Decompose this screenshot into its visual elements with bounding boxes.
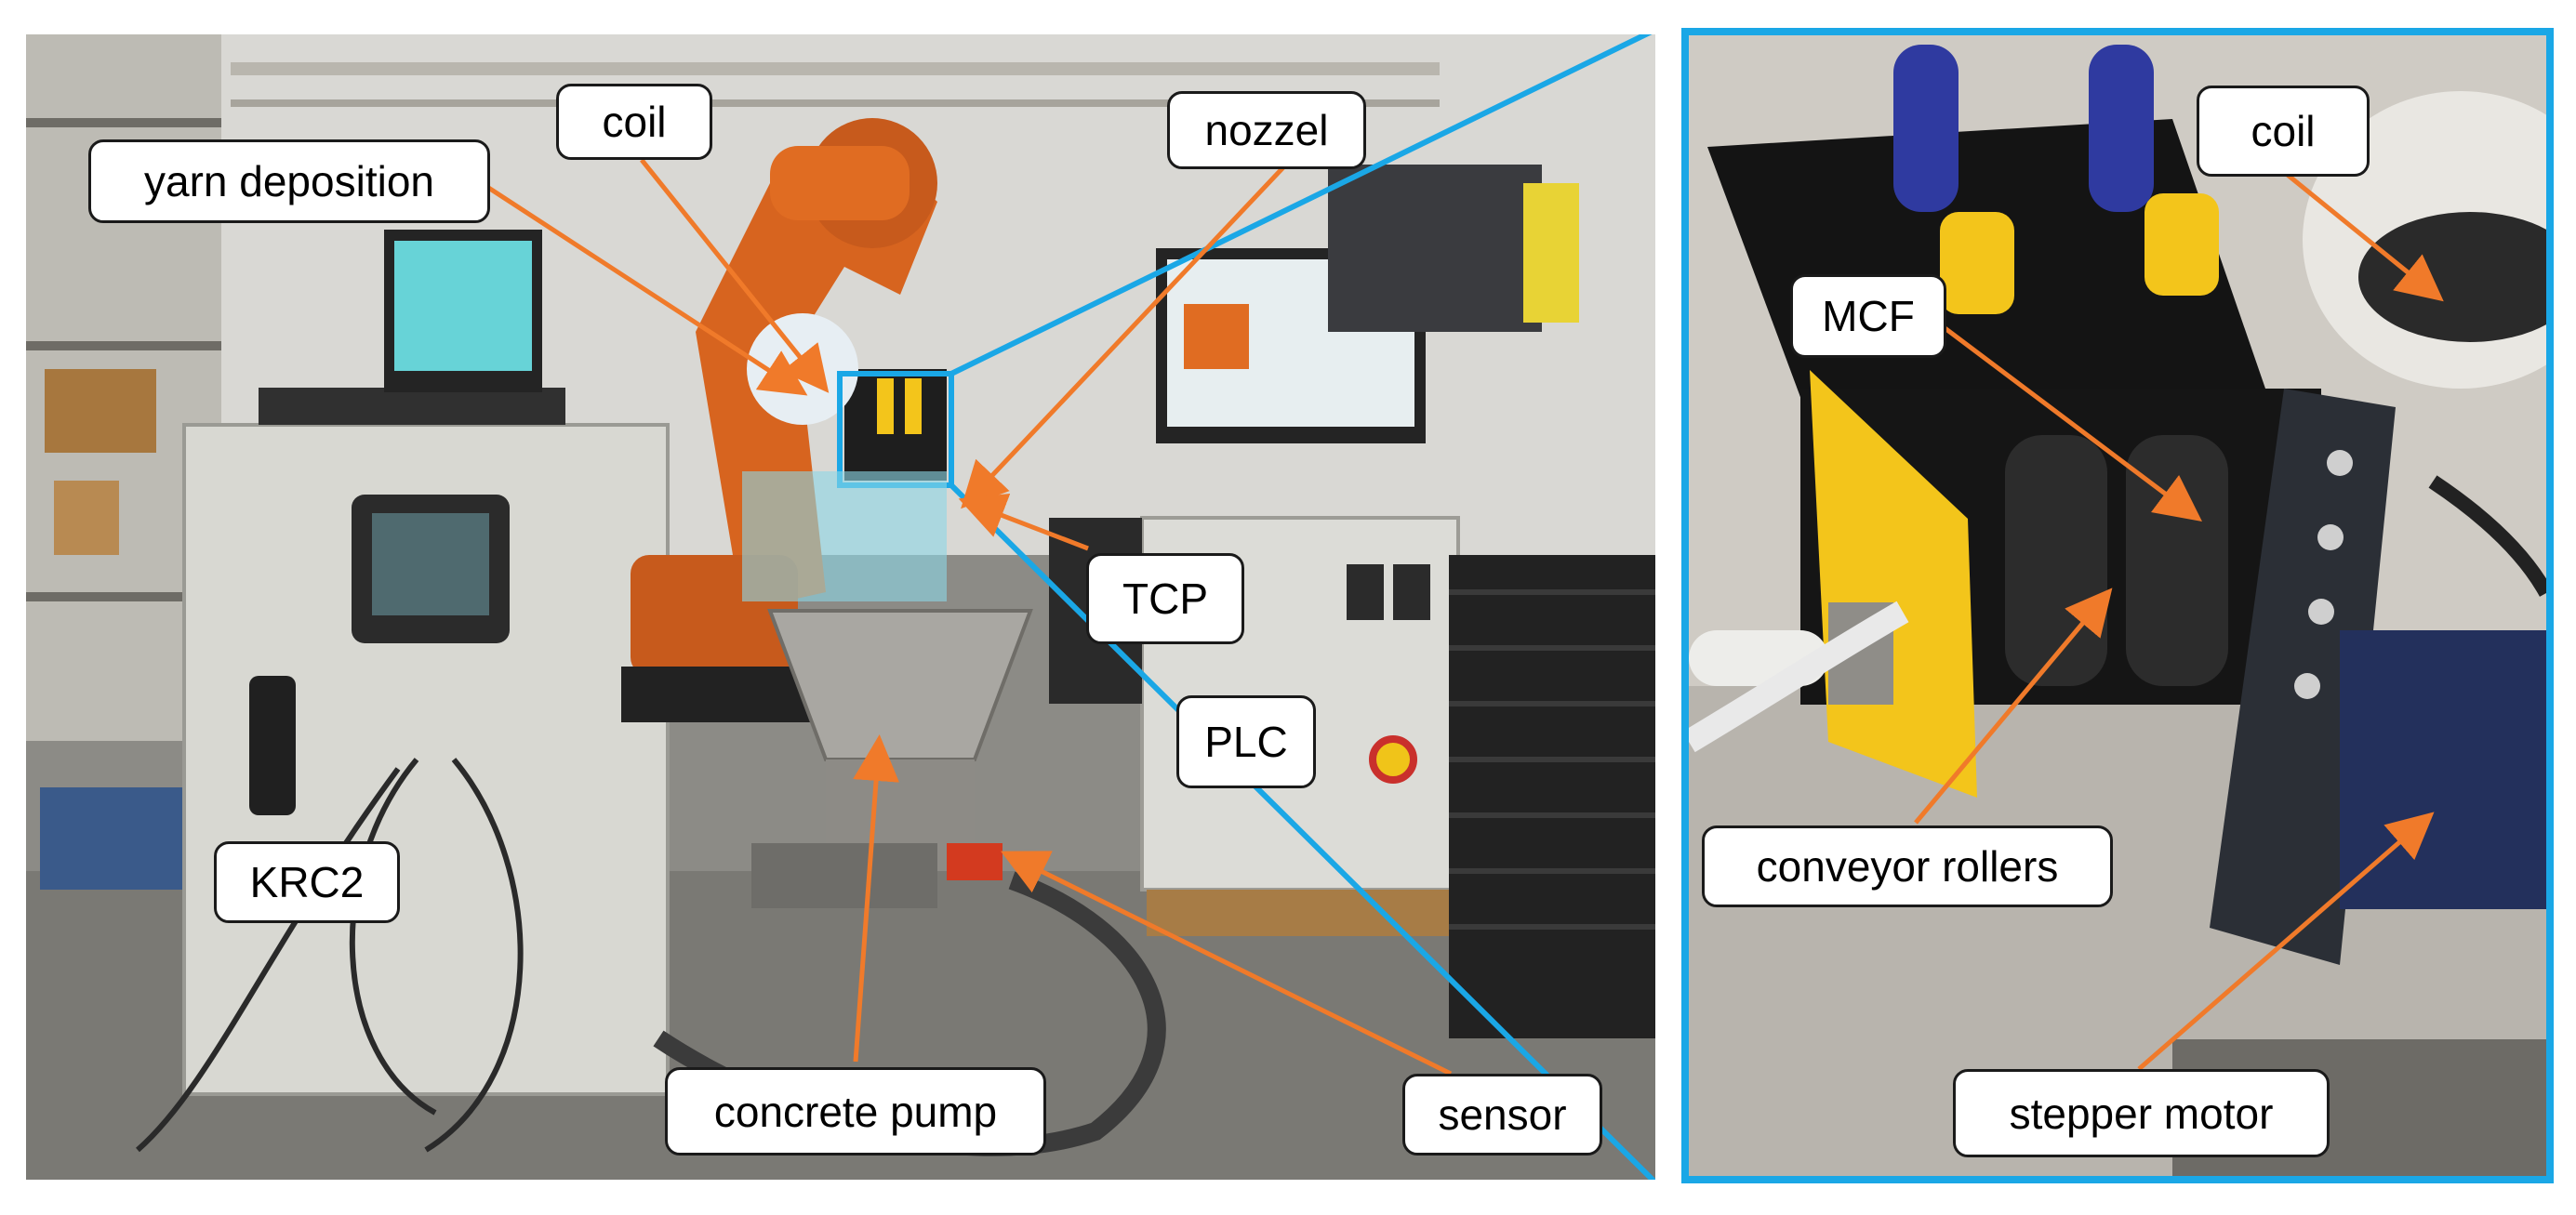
label-nozzel: nozzel bbox=[1167, 91, 1366, 169]
label-concrete-pump: concrete pump bbox=[665, 1067, 1046, 1156]
label-plc: PLC bbox=[1176, 695, 1316, 788]
label-coil-right: coil bbox=[2197, 86, 2370, 177]
label-yarn-deposition: yarn deposition bbox=[88, 139, 490, 223]
label-sensor: sensor bbox=[1402, 1074, 1602, 1156]
zoom-photo bbox=[1689, 35, 2546, 1176]
label-mcf: MCF bbox=[1790, 274, 1946, 358]
label-conveyor-rollers: conveyor rollers bbox=[1702, 825, 2113, 907]
label-krc2: KRC2 bbox=[214, 841, 400, 923]
label-tcp: TCP bbox=[1086, 553, 1244, 644]
label-stepper-motor: stepper motor bbox=[1953, 1069, 2330, 1157]
zoom-detail-panel bbox=[1681, 28, 2554, 1183]
label-coil-left: coil bbox=[556, 84, 712, 160]
